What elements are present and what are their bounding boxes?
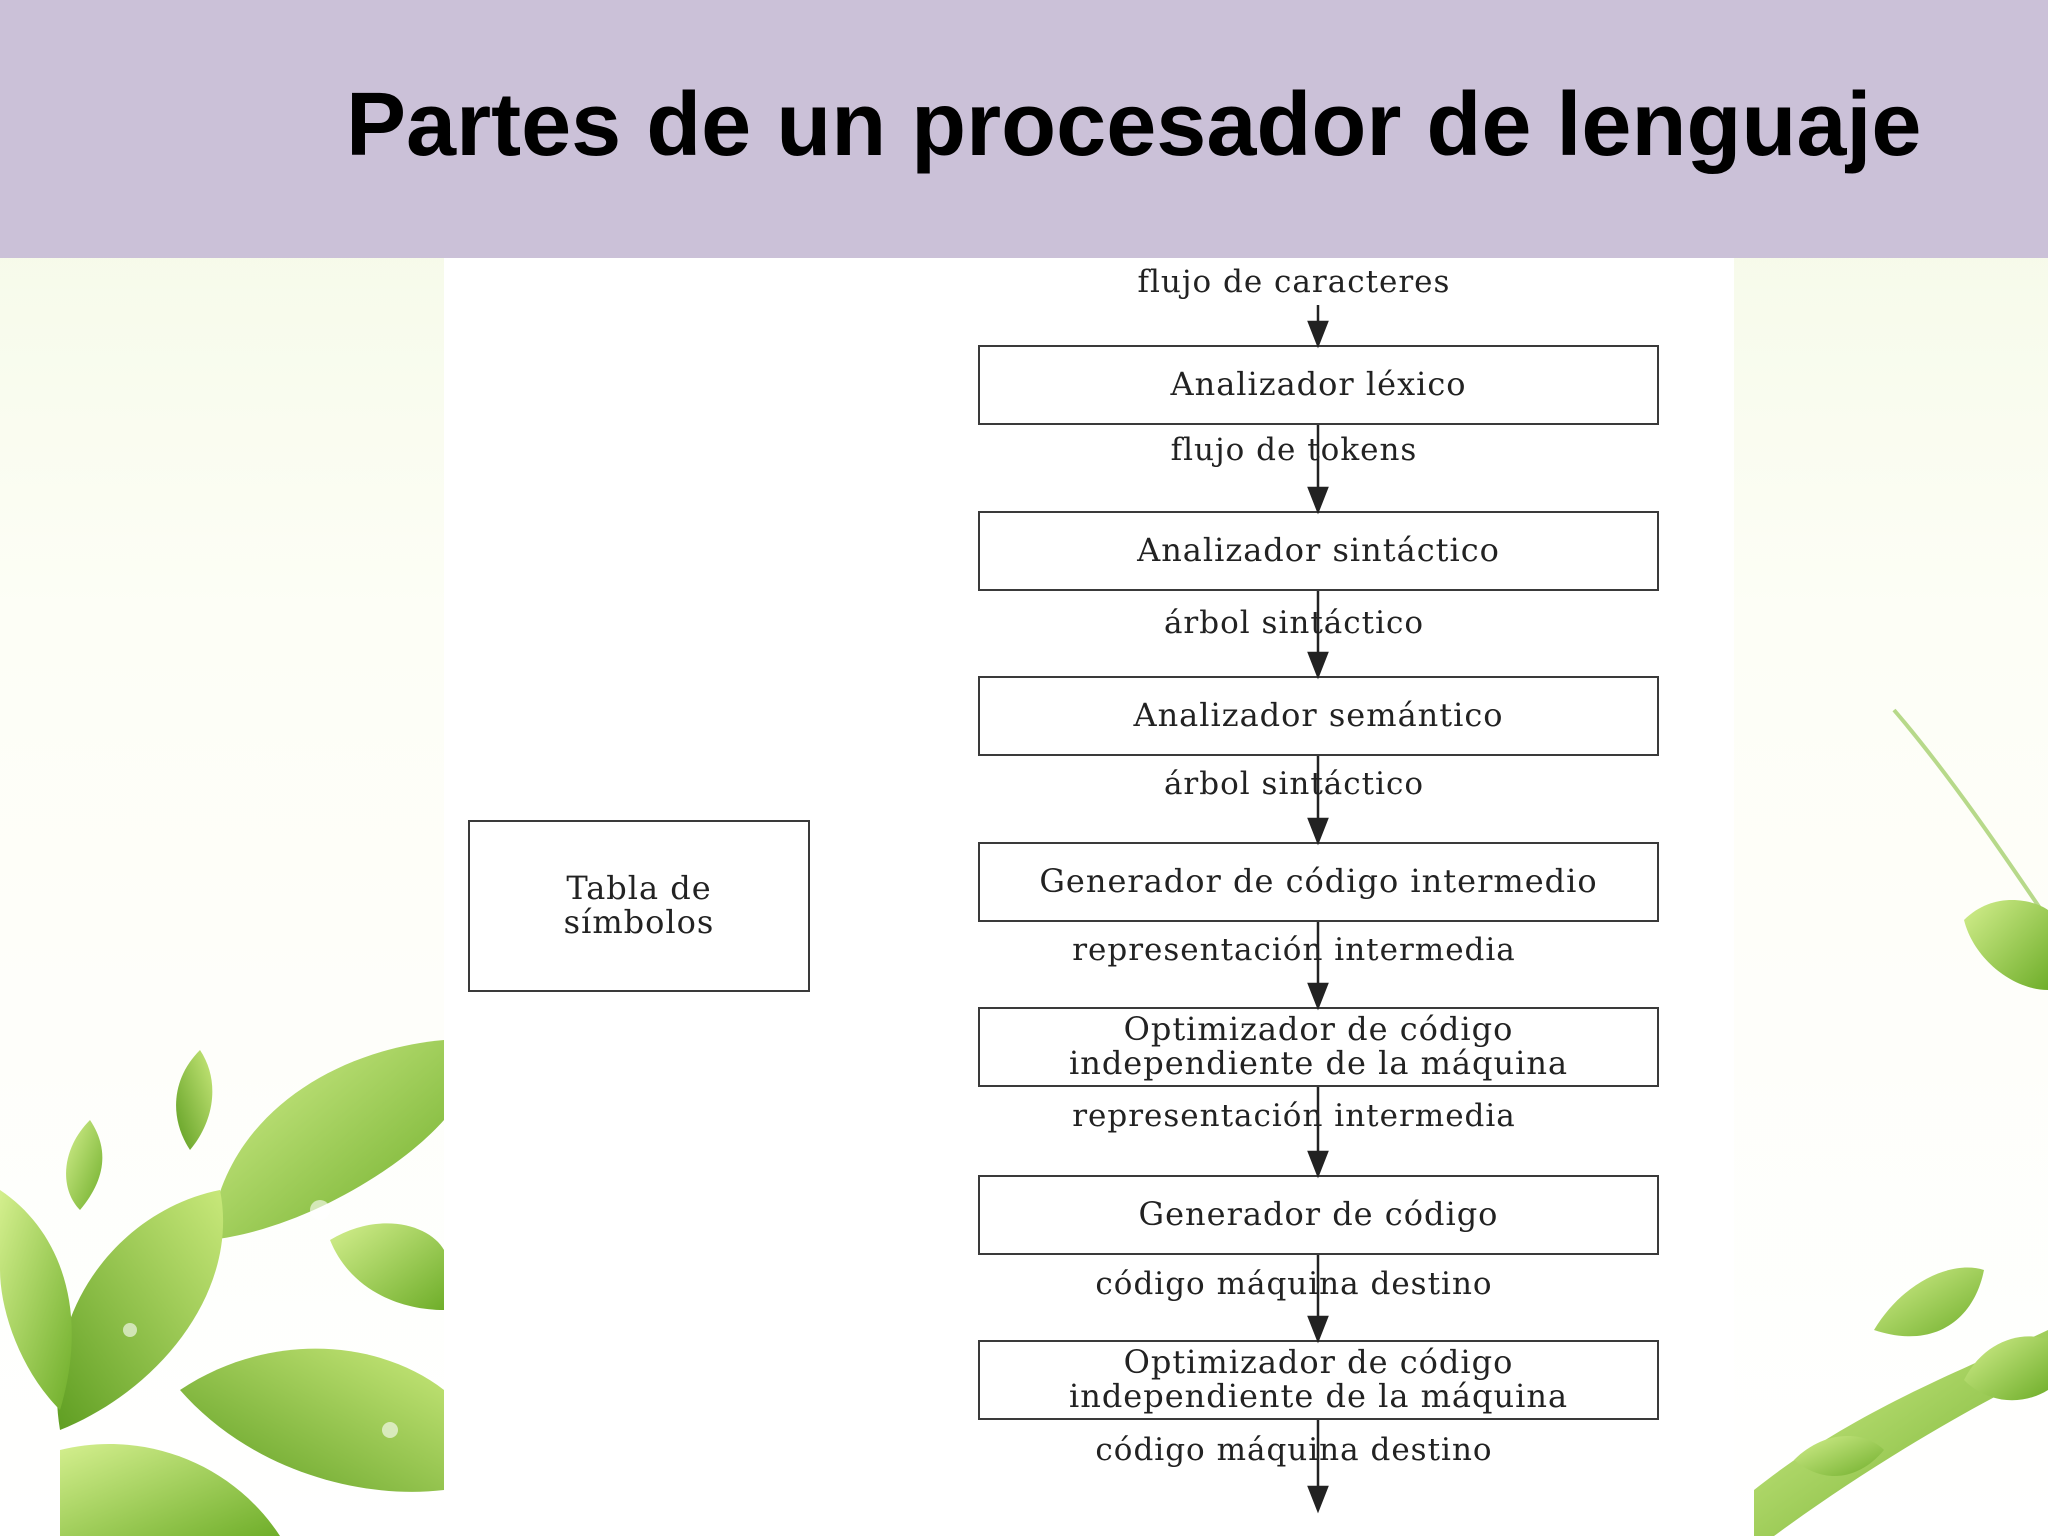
stage-code-generator: Generador de código bbox=[978, 1175, 1659, 1255]
flow-label-4: árbol sintáctico bbox=[1163, 766, 1425, 802]
symbol-table-line2: símbolos bbox=[563, 903, 715, 941]
stage-code-optimizer-final: Optimizador de código independiente de l… bbox=[978, 1340, 1659, 1420]
flow-label-6: representación intermedia bbox=[1072, 1098, 1516, 1134]
leaves-decoration-left-icon bbox=[0, 1040, 444, 1536]
stage-machine-independent-optimizer: Optimizador de código independiente de l… bbox=[978, 1007, 1659, 1087]
flow-label-7: código máquina destino bbox=[1095, 1266, 1493, 1302]
flow-label-3: árbol sintáctico bbox=[1163, 605, 1425, 641]
title-band: Partes de un procesador de lenguaje bbox=[0, 0, 2048, 258]
symbol-table-box: Tabla de símbolos bbox=[468, 820, 810, 992]
flow-label-1: flujo de caracteres bbox=[1137, 264, 1451, 300]
stage-lexical-analyzer: Analizador léxico bbox=[978, 345, 1659, 425]
flow-label-5: representación intermedia bbox=[1072, 932, 1516, 968]
stage-intermediate-code-generator: Generador de código intermedio bbox=[978, 842, 1659, 922]
flow-label-8: código máquina destino bbox=[1095, 1432, 1493, 1468]
leaves-decoration-right-icon bbox=[1754, 708, 2048, 1536]
flow-label-2: flujo de tokens bbox=[1170, 432, 1418, 468]
symbol-table-line1: Tabla de bbox=[566, 869, 712, 908]
slide-title: Partes de un procesador de lenguaje bbox=[346, 75, 1922, 175]
